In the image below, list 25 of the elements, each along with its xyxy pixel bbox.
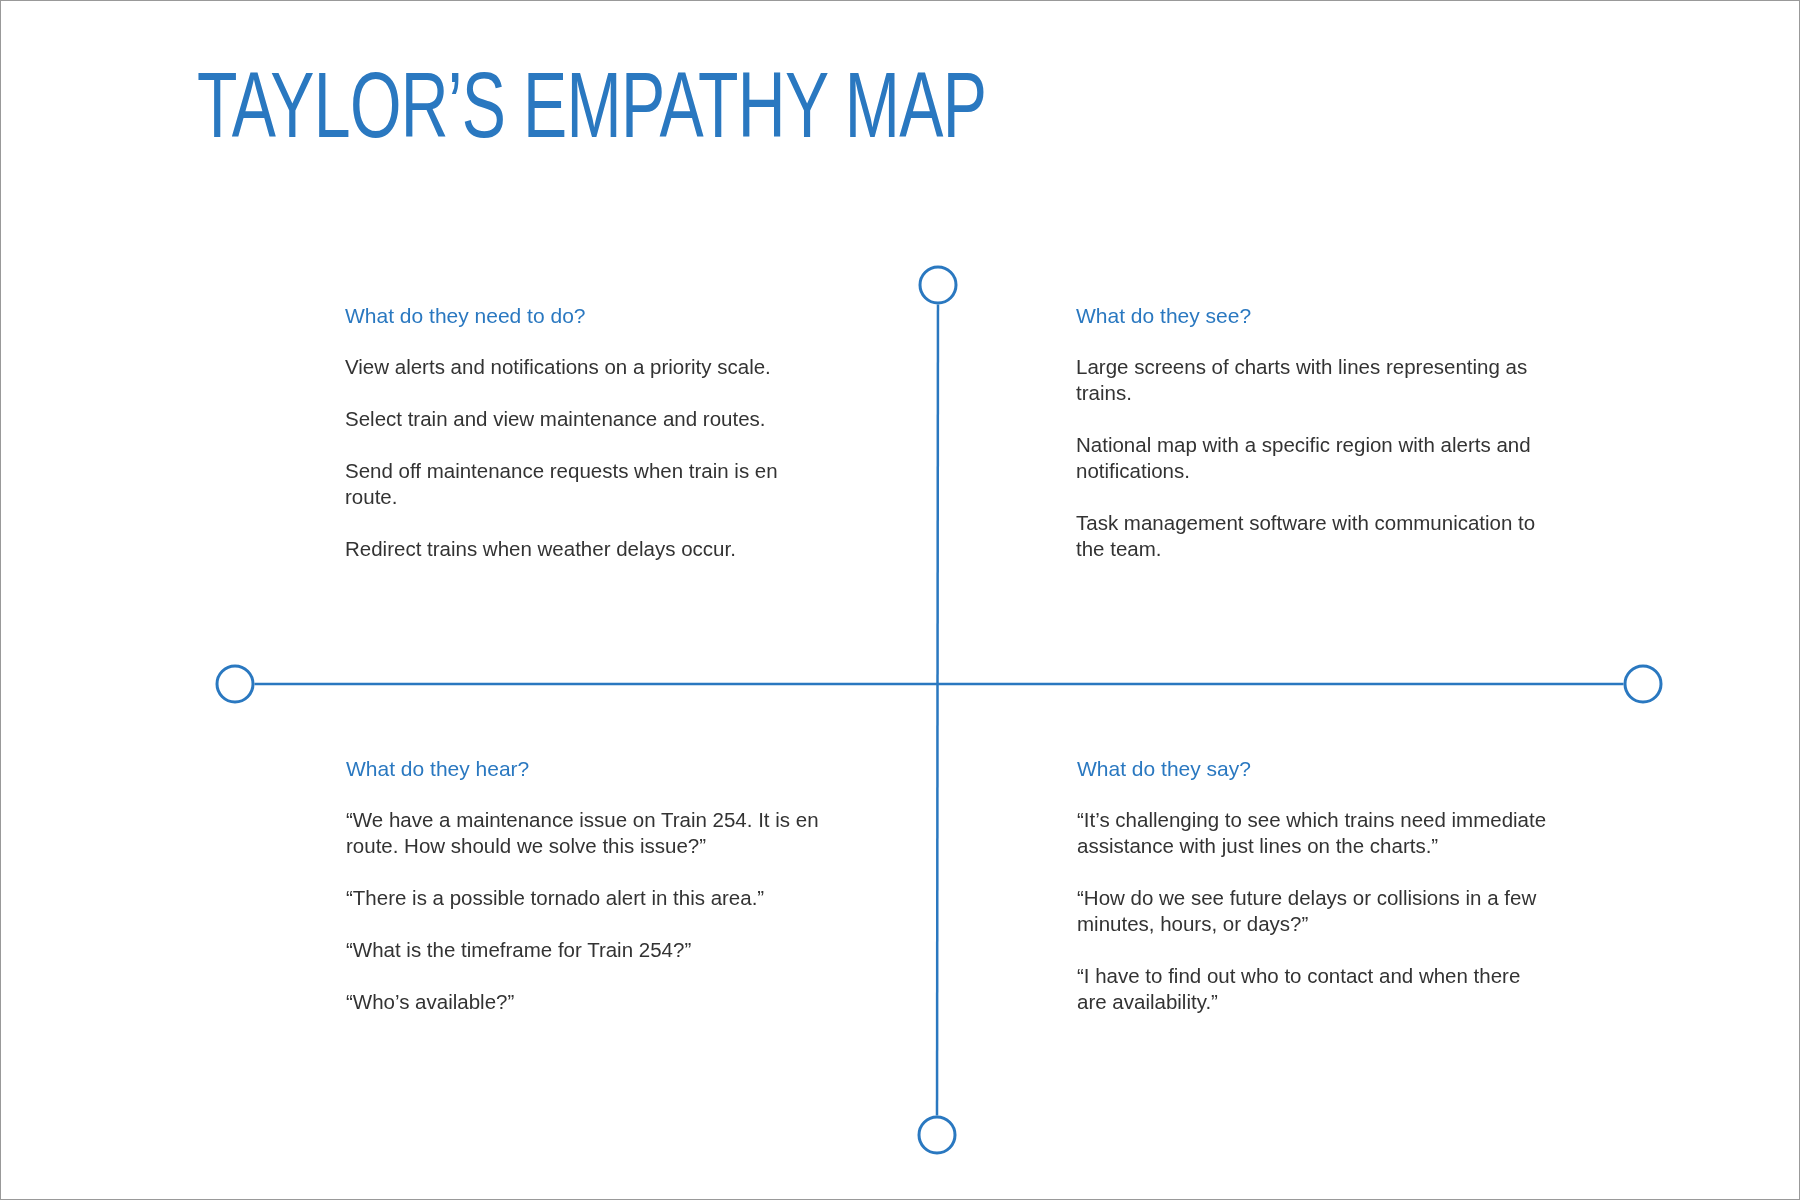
note-text: Send off maintenance requests when train is en route. (345, 458, 779, 510)
note-text: Select train and view maintenance and routes. (345, 406, 767, 432)
axis-line (254, 682, 1624, 686)
note-text: “I have to find out who to contact and when there are availability.” (1077, 963, 1522, 1015)
note-text: “Who’s available?” (346, 989, 516, 1015)
note-text: National map with a specific region with alerts and notifications. (1076, 432, 1532, 484)
quadrant-heading: What do they hear? (346, 757, 531, 781)
axis-end-circle (1623, 664, 1663, 704)
axis-end-circle (215, 664, 255, 704)
note-text: “There is a possible tornado alert in this area.” (346, 885, 766, 911)
axis-line (935, 304, 940, 1116)
note-text: Large screens of charts with lines representing as trains. (1076, 354, 1529, 406)
quadrant-heading: What do they need to do? (345, 304, 587, 328)
note-text: “What is the timeframe for Train 254?” (346, 937, 693, 963)
note-text: “We have a maintenance issue on Train 254. It is en route. How should we solve this issue?” (346, 807, 820, 859)
quadrant-heading: What do they see? (1076, 304, 1253, 328)
axis-end-circle (917, 1115, 957, 1155)
note-text: “How do we see future delays or collisions in a few minutes, hours, or days?” (1077, 885, 1538, 937)
note-text: “It’s challenging to see which trains need immediate assistance with just lines on the charts.” (1077, 807, 1547, 859)
axis-end-circle (918, 265, 958, 305)
note-text: Redirect trains when weather delays occur. (345, 536, 737, 562)
note-text: View alerts and notifications on a priority scale. (345, 354, 772, 380)
quadrant-heading: What do they say? (1077, 757, 1252, 781)
note-text: Task management software with communication to the team. (1076, 510, 1537, 562)
page-title: TAYLOR’S EMPATHY MAP (197, 53, 987, 158)
